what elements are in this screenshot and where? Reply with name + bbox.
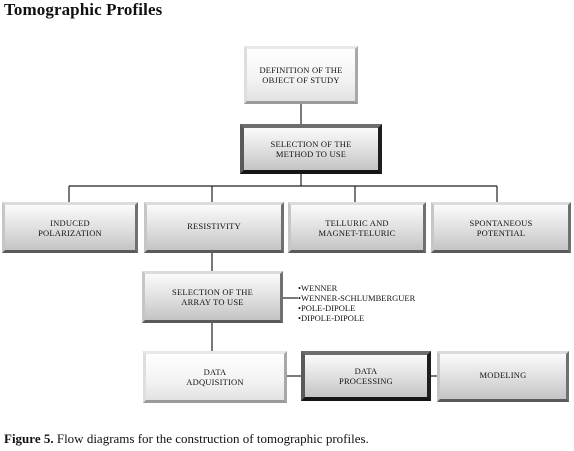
array-option: •POLE-DIPOLE <box>298 303 356 313</box>
node-induced-polarization: INDUCED POLARIZATION <box>2 202 138 253</box>
array-option: •WENNER <box>298 283 338 293</box>
node-definition: DEFINITION OF THE OBJECT OF STUDY <box>244 46 358 104</box>
figure-caption: Figure 5. Flow diagrams for the construc… <box>4 431 369 447</box>
node-selection-method: SELECTION OF THE METHOD TO USE <box>240 124 382 174</box>
page-title: Tomographic Profiles <box>4 0 163 19</box>
node-spontaneous: SPONTANEOUS POTENTIAL <box>431 202 571 253</box>
array-options-list: •WENNER •WENNER-SCHLUMBERGUER •POLE-DIPO… <box>298 283 415 323</box>
array-option: •WENNER-SCHLUMBERGUER <box>298 293 416 303</box>
array-option: •DIPOLE-DIPOLE <box>298 313 365 323</box>
node-resistivity: RESISTIVITY <box>144 202 284 253</box>
node-data-processing: DATA PROCESSING <box>301 351 431 401</box>
caption-text: Flow diagrams for the construction of to… <box>53 431 369 446</box>
node-selection-array: SELECTION OF THE ARRAY TO USE <box>142 271 283 323</box>
node-telluric: TELLURIC AND MAGNET-TELURIC <box>288 202 426 253</box>
node-data-acquisition: DATA ADQUISITION <box>143 351 287 403</box>
node-modeling: MODELING <box>437 351 569 402</box>
caption-label: Figure 5. <box>4 431 54 446</box>
